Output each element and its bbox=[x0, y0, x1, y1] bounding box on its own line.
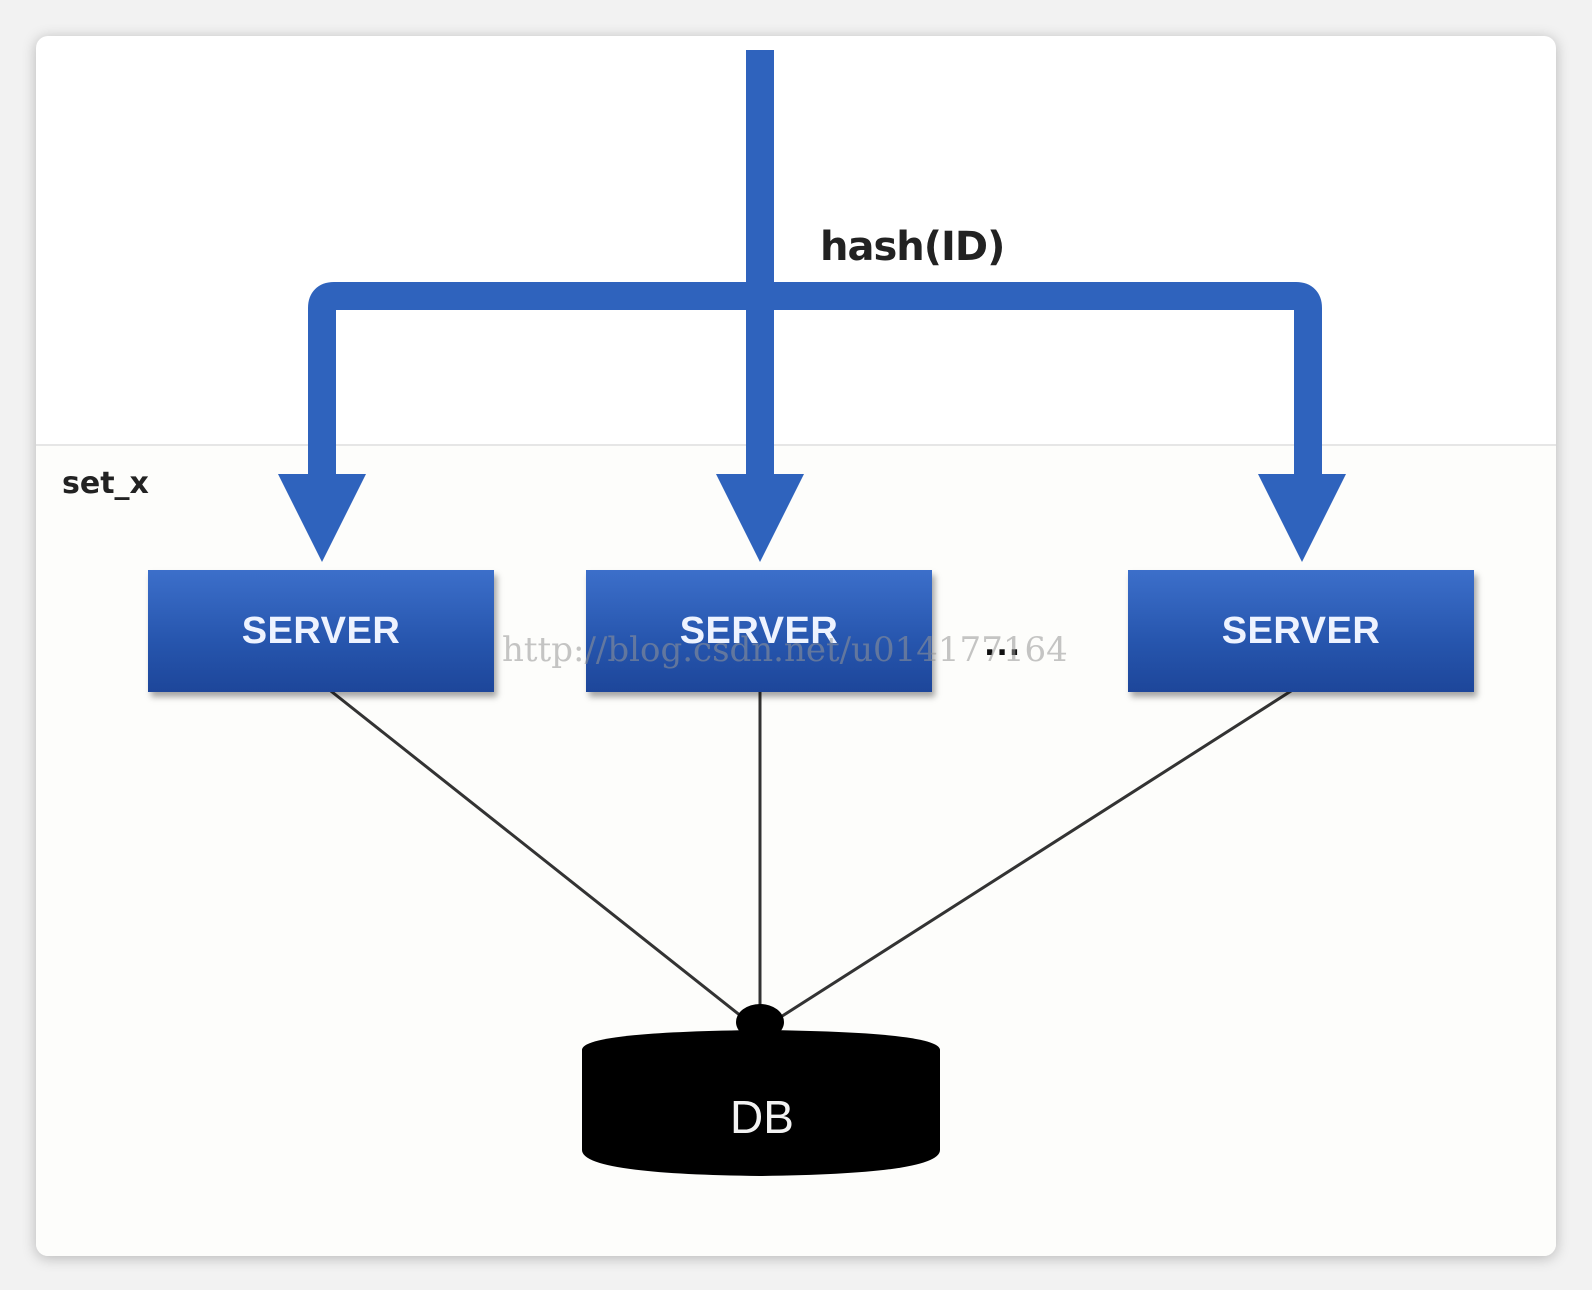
distribution-bar bbox=[308, 282, 1322, 486]
database-icon bbox=[582, 1004, 940, 1176]
watermark-text: http://blog.csdn.net/u014177164 bbox=[502, 630, 1068, 670]
diagram-graphics bbox=[278, 50, 1346, 1176]
arrow-head-center bbox=[716, 474, 804, 562]
connector-right bbox=[775, 682, 1303, 1022]
server-label: SERVER bbox=[679, 609, 839, 652]
arrow-head-right bbox=[1258, 474, 1346, 562]
diagram-canvas: hash(ID) set_x SERVER SERVER SERVER ... … bbox=[36, 36, 1556, 1256]
server-node-2: SERVER bbox=[586, 570, 932, 692]
edge-label-hash: hash(ID) bbox=[820, 224, 1005, 270]
set-label: set_x bbox=[62, 466, 149, 501]
server-label: SERVER bbox=[1221, 609, 1381, 652]
connector-left bbox=[321, 682, 747, 1022]
arrow-head-left bbox=[278, 474, 366, 562]
more-servers-ellipsis: ... bbox=[984, 628, 1022, 663]
server-node-3: SERVER bbox=[1128, 570, 1474, 692]
server-label: SERVER bbox=[241, 609, 401, 652]
server-node-1: SERVER bbox=[148, 570, 494, 692]
database-label: DB bbox=[730, 1091, 794, 1143]
